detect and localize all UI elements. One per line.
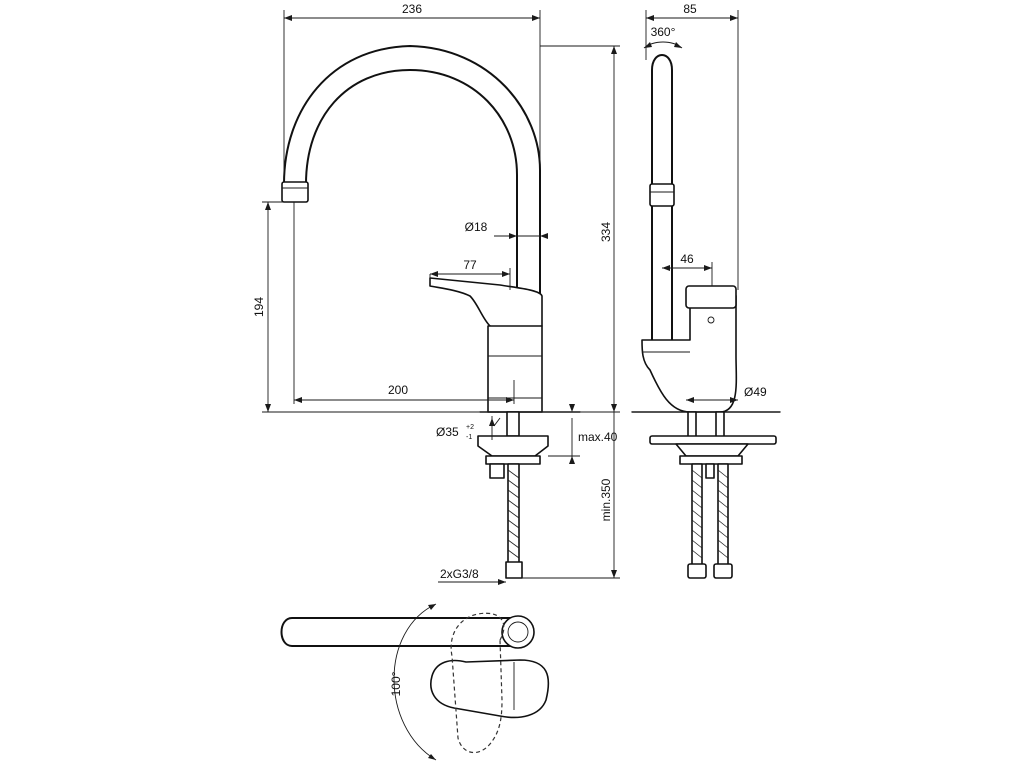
dim-rotation: 360° [651,25,676,39]
front-spout-collar [649,183,675,207]
dim-hole-diameter-group: Ø35 +2 -1 [436,424,474,441]
dim-hole-diameter: Ø35 [436,425,459,439]
front-view: 85 360° 46 Ø49 [631,2,781,579]
top-view: 100° [280,603,550,761]
front-indicator [707,316,715,324]
backplate [477,435,549,457]
spout-outer-line [283,45,541,301]
dim-spout-reach: 200 [388,383,408,397]
top-body-circle [501,615,535,649]
hose-connector [505,561,523,579]
mixer-body [487,325,543,413]
fixing-stud [506,411,520,437]
dim-body-diameter: Ø49 [744,385,767,399]
dim-hose-length: min.350 [599,478,613,521]
spout-inner-line [305,69,518,301]
fixing-nut [485,455,541,465]
dim-spout-diameter: Ø18 [465,220,488,234]
top-lever-rotated [450,612,505,754]
dim-lever-angle: 100° [389,671,403,696]
dim-spout-height: 194 [252,297,266,317]
dim-lever-offset: 46 [680,252,694,266]
dim-deck-thickness: max.40 [578,430,618,444]
dim-total-height: 334 [599,222,613,242]
side-view: 236 334 194 200 Ø18 77 Ø35 [252,2,620,585]
top-lever [430,659,550,719]
dim-depth: 85 [683,2,697,16]
front-spout [651,54,673,341]
aerator [281,181,309,203]
mixer-lever [429,277,543,330]
dim-lever-length: 77 [463,258,477,272]
front-lever-cap [685,285,737,309]
top-spout [280,617,519,647]
front-backplate [649,435,777,445]
dim-hole-tolerance-lower: -1 [466,434,472,441]
dim-connection: 2xG3/8 [440,567,479,581]
hose-braid [507,469,520,559]
fitting [489,463,505,479]
dim-total-width: 236 [402,2,422,16]
dim-hole-tolerance-upper: +2 [466,424,474,431]
